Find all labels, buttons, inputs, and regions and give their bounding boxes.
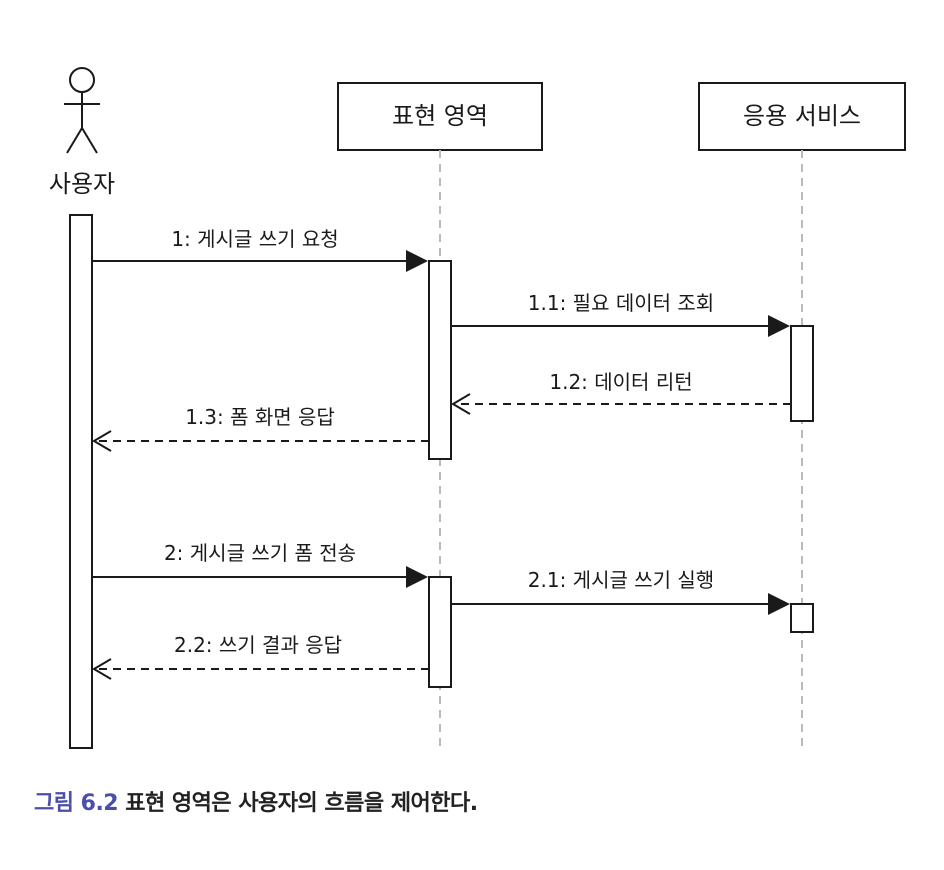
message-2-2-label: 2.2: 쓰기 결과 응답	[174, 633, 342, 657]
message-1-3-label: 1.3: 폼 화면 응답	[185, 405, 335, 429]
actor-icon	[64, 67, 100, 154]
participant-label-presentation: 표현 영역	[392, 102, 488, 130]
actor-label: 사용자	[49, 170, 115, 198]
message-1-1-arrowhead	[768, 315, 790, 337]
message-2-arrowhead	[406, 566, 428, 588]
activation-presentation-1	[428, 260, 452, 460]
message-1-label: 1: 게시글 쓰기 요청	[171, 227, 338, 251]
sequence-diagram: 사용자 표현 영역 응용 서비스 1: 게시글 쓰기 요청 1.1: 필요 데이…	[49, 67, 906, 749]
message-1-2-arrowhead	[451, 393, 471, 415]
message-2-label: 2: 게시글 쓰기 폼 전송	[164, 541, 356, 565]
message-2-2-arrowhead	[92, 658, 112, 680]
message-2-1-label: 2.1: 게시글 쓰기 실행	[528, 568, 714, 592]
message-1-2-label: 1.2: 데이터 리턴	[549, 370, 692, 394]
figure-number: 그림 6.2	[34, 791, 119, 816]
activation-service-2	[790, 603, 814, 633]
activation-service-1	[790, 325, 814, 422]
message-1-3-arrowhead	[92, 430, 112, 452]
participant-box-presentation	[337, 82, 543, 151]
participant-label-service: 응용 서비스	[743, 102, 861, 130]
message-1-arrowhead	[406, 250, 428, 272]
message-2-1-arrowhead	[768, 593, 790, 615]
figure-caption-text: 표현 영역은 사용자의 흐름을 제어한다.	[125, 791, 478, 816]
activation-presentation-2	[428, 576, 452, 688]
figure-caption: 그림 6.2 표현 영역은 사용자의 흐름을 제어한다.	[34, 785, 478, 817]
message-1-1-label: 1.1: 필요 데이터 조회	[528, 291, 714, 315]
activation-actor	[69, 214, 93, 749]
participant-box-service	[698, 82, 906, 151]
